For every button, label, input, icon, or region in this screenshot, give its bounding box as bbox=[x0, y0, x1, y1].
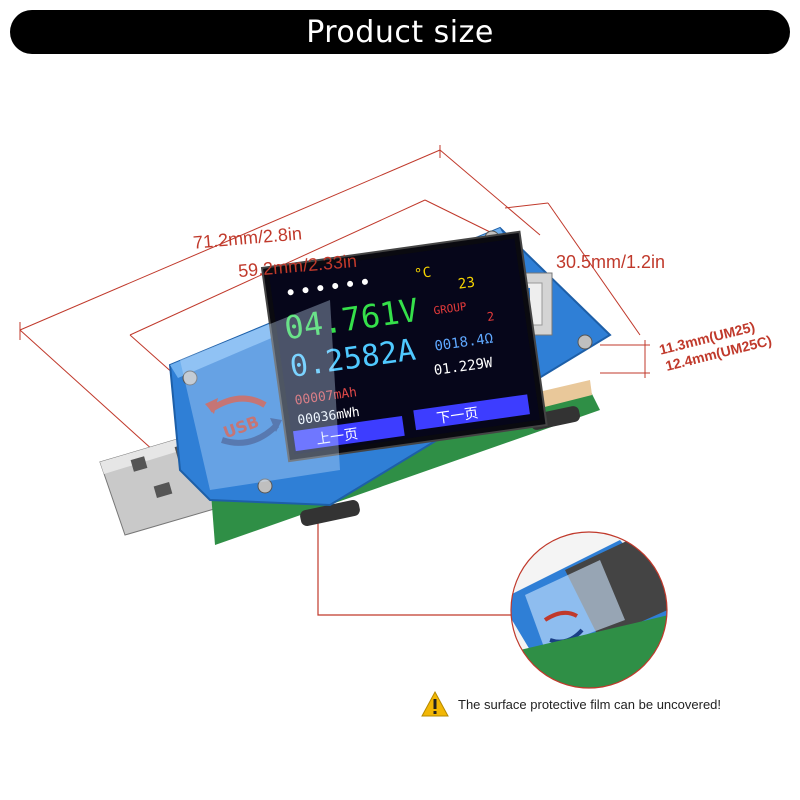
total-length-line bbox=[19, 149, 441, 331]
dimension-lines bbox=[19, 145, 650, 616]
width-line bbox=[504, 202, 549, 209]
inset-detail bbox=[510, 531, 668, 689]
warning-text: The surface protective film can be uncov… bbox=[458, 696, 722, 712]
title-banner: Product size bbox=[10, 10, 790, 54]
group-label: GROUP bbox=[433, 300, 468, 318]
warning-note: The surface protective film can be uncov… bbox=[420, 690, 721, 718]
temp-unit: °C bbox=[413, 265, 432, 283]
width-label: 30.5mm/1.2in bbox=[556, 252, 666, 272]
warning-triangle-icon bbox=[421, 690, 449, 717]
group-value: 2 bbox=[486, 309, 495, 324]
lcd-screen: °C 23 04.761V GROUP 2 0.2582A 0018.4Ω 00… bbox=[260, 230, 548, 463]
banner-title: Product size bbox=[306, 14, 494, 50]
next-page-button: 下一页 bbox=[436, 405, 480, 427]
protective-film bbox=[180, 300, 340, 490]
prev-page-button: 上一页 bbox=[315, 426, 359, 448]
temperature-value: 23 bbox=[457, 275, 476, 293]
